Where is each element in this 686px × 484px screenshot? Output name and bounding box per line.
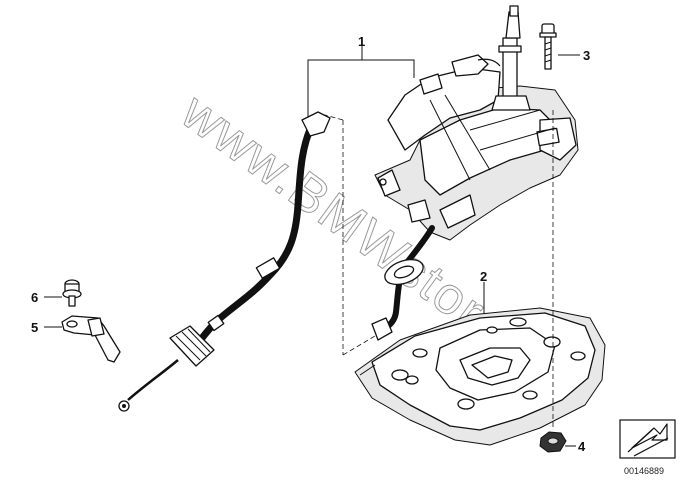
part-4-nut[interactable] xyxy=(539,431,576,453)
part-3-screw[interactable] xyxy=(539,23,580,70)
selector-shaft xyxy=(491,5,531,111)
arrow-box-icon[interactable] xyxy=(619,419,676,459)
callout-5: 5 xyxy=(31,320,38,335)
callout-2: 2 xyxy=(480,269,487,284)
diagram-number: 00146889 xyxy=(624,466,664,476)
part-1-selector-assembly[interactable] xyxy=(118,5,579,412)
part-5-holder-clip[interactable] xyxy=(44,315,121,363)
callout-4: 4 xyxy=(578,439,586,454)
cable-boot xyxy=(169,325,215,367)
shifter-housing xyxy=(374,54,579,241)
part-6-bolt[interactable] xyxy=(44,279,82,307)
callout-3: 3 xyxy=(583,48,590,63)
callout-1: 1 xyxy=(358,34,365,49)
part-2-base-plate[interactable] xyxy=(354,282,606,446)
callout-6: 6 xyxy=(31,290,38,305)
